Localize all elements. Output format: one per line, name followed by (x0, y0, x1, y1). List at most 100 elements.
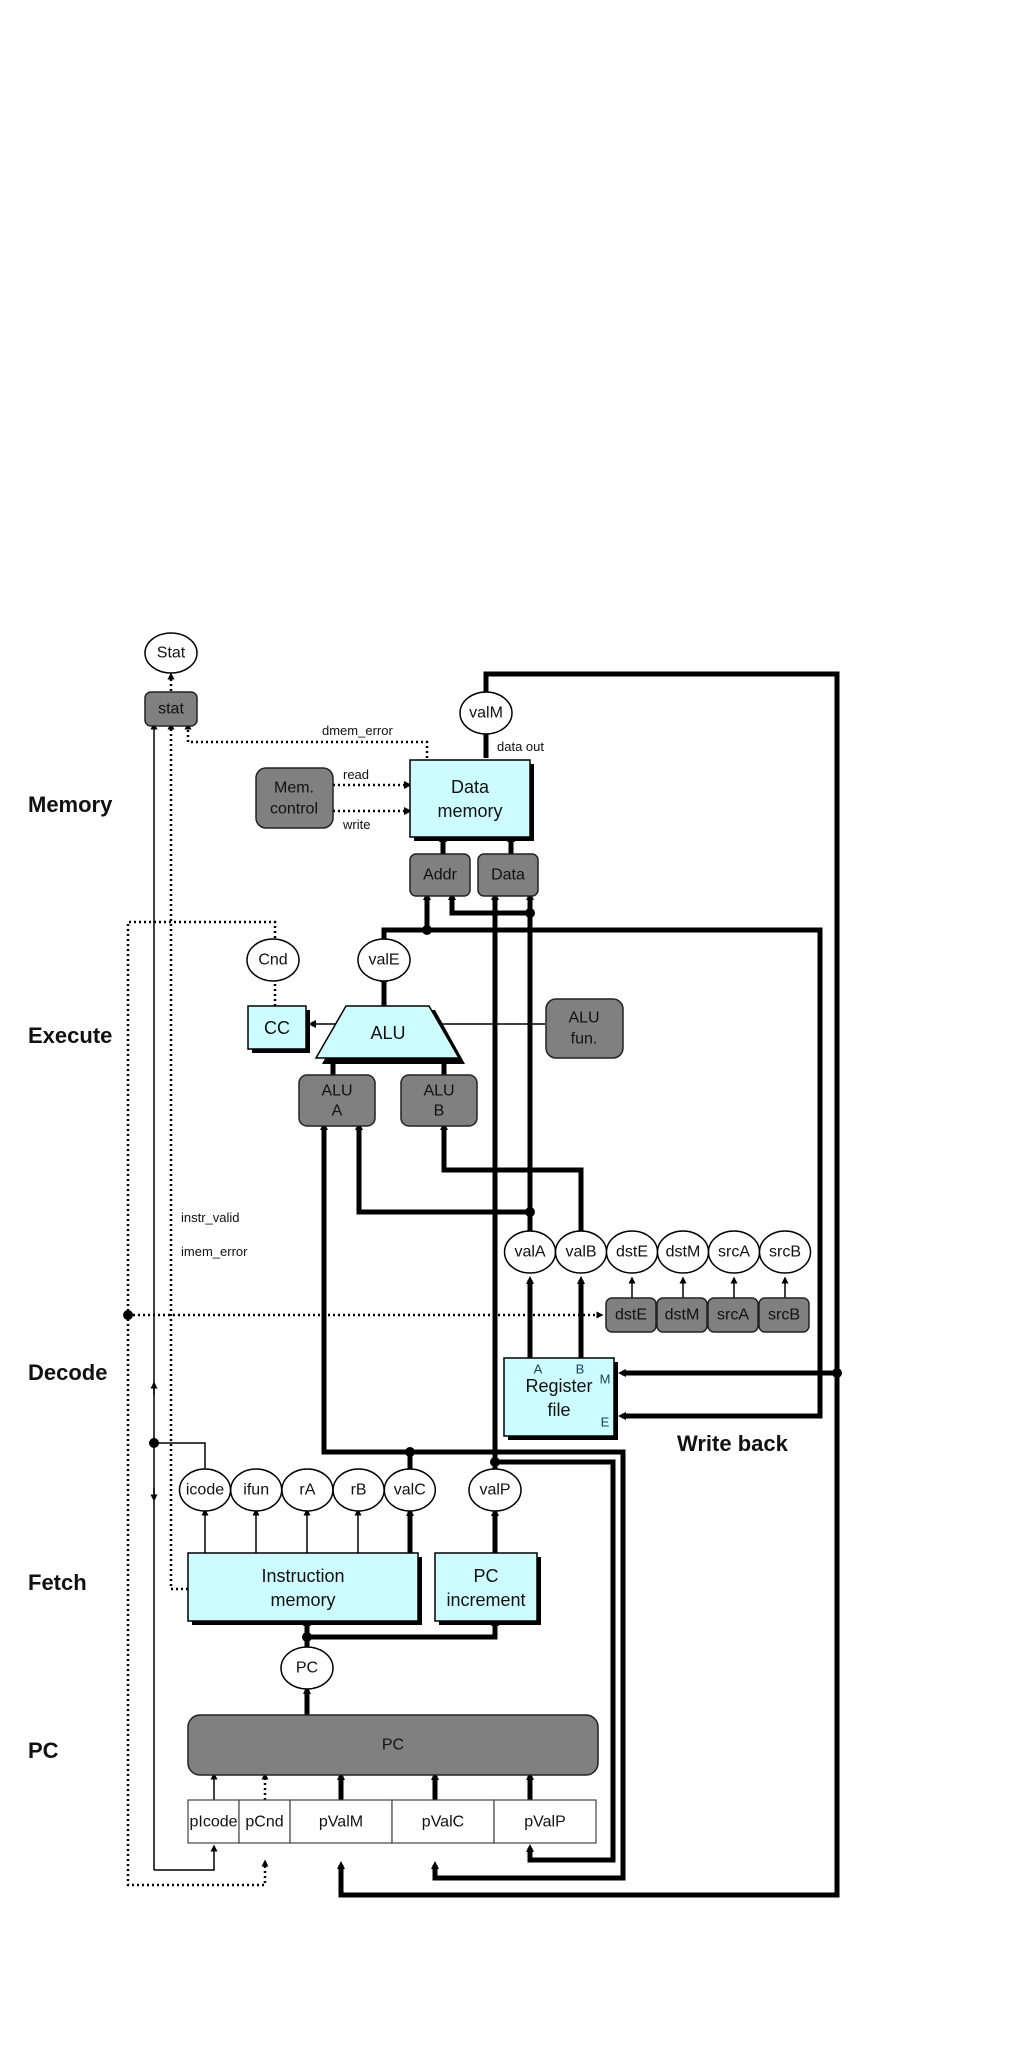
valP-oval (468, 1468, 522, 1512)
selector-block-dste (605, 1297, 657, 1333)
valM-oval (459, 691, 513, 735)
wires (123, 671, 842, 1898)
cc-block (247, 1005, 307, 1050)
pc-increment-block (434, 1552, 538, 1622)
pc-increment-label-2: increment (446, 1590, 525, 1610)
alu-a-label-2: A (332, 1103, 343, 1120)
stat-block (144, 691, 198, 727)
alu-b-block (400, 1074, 478, 1127)
wire-valB-to-aluB (440, 1122, 584, 1252)
fetch-oval-label-valc: valC (394, 1482, 426, 1499)
register-file-label-2: file (547, 1400, 570, 1420)
cc-label: CC (264, 1018, 290, 1038)
instr-valid-label: instr_valid (181, 1210, 240, 1225)
decode-oval-label-vala: valA (514, 1244, 545, 1261)
selector-label-dstm: dstM (665, 1307, 700, 1324)
write-label: write (342, 817, 370, 832)
decode-oval-label-srca: srcA (718, 1244, 750, 1261)
pc-register-pvalc (391, 1799, 495, 1844)
fetch-oval-label-rb: rB (351, 1482, 367, 1499)
pc-stage: PC pIcode pCnd pValM pValC pValP (187, 1714, 599, 1844)
wire-dmem-error (184, 722, 429, 758)
wire-cnd-to-pCnd (126, 920, 277, 1887)
alu-a-block (298, 1074, 376, 1127)
wire-valA-to-addr (448, 892, 530, 916)
pc-oval-label: PC (296, 1660, 318, 1677)
pc-register-picode (187, 1799, 240, 1844)
selector-block-dstm (656, 1297, 708, 1333)
decode-oval-label-dstm: dstM (666, 1244, 701, 1261)
execute-stage: Cnd valE CC ALU ALU fun. ALU A ALU B (246, 938, 624, 1127)
pc-register-pcnd (238, 1799, 291, 1844)
register-port-a: A (534, 1362, 543, 1377)
instruction-memory-label-1: Instruction (261, 1566, 344, 1586)
junction-icode (149, 1438, 159, 1448)
data-label: Data (491, 867, 525, 884)
junction-valM (832, 1368, 842, 1378)
alu-b-label-1: ALU (423, 1083, 454, 1100)
pc-register-label-pvalm: pValM (319, 1814, 363, 1831)
selector-label-srca: srcA (717, 1307, 749, 1324)
valE-oval (357, 938, 411, 982)
junction-valE (422, 925, 432, 935)
register-file-block (503, 1357, 615, 1437)
stat-output-oval (144, 632, 198, 674)
dmem-error-label: dmem_error (322, 723, 393, 738)
data-memory-label-1: Data (451, 777, 490, 797)
pc-select-label: PC (382, 1737, 404, 1754)
fetch-oval-label-ra: rA (299, 1482, 315, 1499)
pc-register-pvalp (493, 1799, 597, 1844)
selector-block-srcb (758, 1297, 810, 1333)
selector-block-srca (707, 1297, 759, 1333)
junction-valC (405, 1447, 415, 1457)
mem-control-block (255, 767, 334, 829)
instruction-memory-label-2: memory (270, 1590, 335, 1610)
alu-b-label-2: B (434, 1103, 445, 1120)
register-port-e: E (601, 1415, 610, 1430)
stage-label-pc: PC (28, 1738, 59, 1763)
imem-error-label: imem_error (181, 1244, 248, 1259)
stage-label-decode: Decode (28, 1360, 107, 1385)
junction-valP (490, 1457, 500, 1467)
stage-label-memory: Memory (28, 792, 113, 817)
junction-cnd (123, 1310, 133, 1320)
pc-register-label-picode: pIcode (189, 1814, 237, 1831)
pc-register-pvalm (289, 1799, 393, 1844)
data-block (477, 853, 539, 897)
wire-valM-loop (337, 671, 840, 1898)
stat-output-label: Stat (157, 645, 186, 662)
cnd-label: Cnd (258, 952, 287, 969)
wire-icode-to-pIcode (154, 1844, 218, 1871)
memory-stage: Stat stat dmem_error valM data out Mem. … (144, 632, 544, 897)
decode-oval-srcb (758, 1230, 812, 1274)
pc-select-block (187, 1714, 599, 1776)
pc-register-label-pcnd: pCnd (245, 1814, 283, 1831)
pc-oval (280, 1646, 334, 1690)
stage-label-fetch: Fetch (28, 1570, 87, 1595)
addr-label: Addr (423, 867, 457, 884)
alu-fun-label-1: ALU (568, 1010, 599, 1027)
register-file-label-1: Register (525, 1376, 592, 1396)
wire-valC-to-aluA (320, 1122, 410, 1455)
junction-pc (302, 1632, 312, 1642)
pc-register-label-pvalc: pValC (422, 1814, 464, 1831)
alu-label: ALU (370, 1023, 405, 1043)
instruction-memory-block (187, 1552, 419, 1622)
junction-valA-mem (525, 908, 535, 918)
selector-label-dste: dstE (615, 1307, 647, 1324)
wire-valA-to-aluA (355, 1122, 530, 1215)
pc-registers: pIcode pCnd pValM pValC pValP (187, 1799, 597, 1844)
selector-label-srcb: srcB (768, 1307, 800, 1324)
data-memory-block (409, 759, 531, 838)
register-port-b: B (576, 1362, 585, 1377)
fetch-oval-valc (383, 1468, 437, 1512)
fetch-oval-label-icode: icode (186, 1482, 224, 1499)
decode-oval-label-dste: dstE (616, 1244, 648, 1261)
decode-selector-blocks: dstE dstM srcA srcB (605, 1297, 810, 1333)
read-label: read (343, 767, 369, 782)
pc-register-label-pvalp: pValP (524, 1814, 566, 1831)
